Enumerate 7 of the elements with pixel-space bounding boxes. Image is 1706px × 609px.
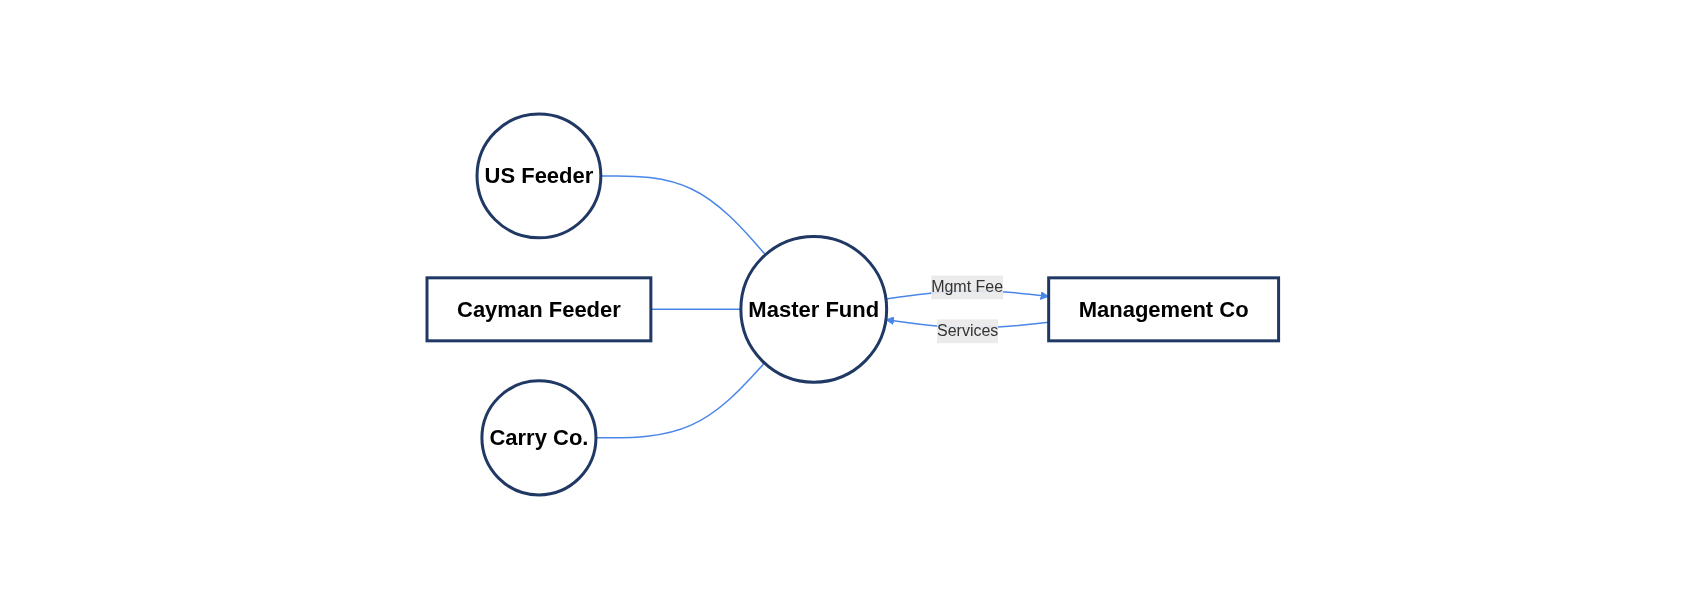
node-circle: US Feeder [475,112,603,240]
node-box: Management Co [1047,276,1281,343]
edge-label: Services [937,322,999,340]
node-circle: Carry Co. [480,379,598,497]
node-circle: Master Fund [739,235,889,384]
node-box: Cayman Feeder [425,276,653,343]
edge-label: Mgmt Fee [931,278,1004,296]
